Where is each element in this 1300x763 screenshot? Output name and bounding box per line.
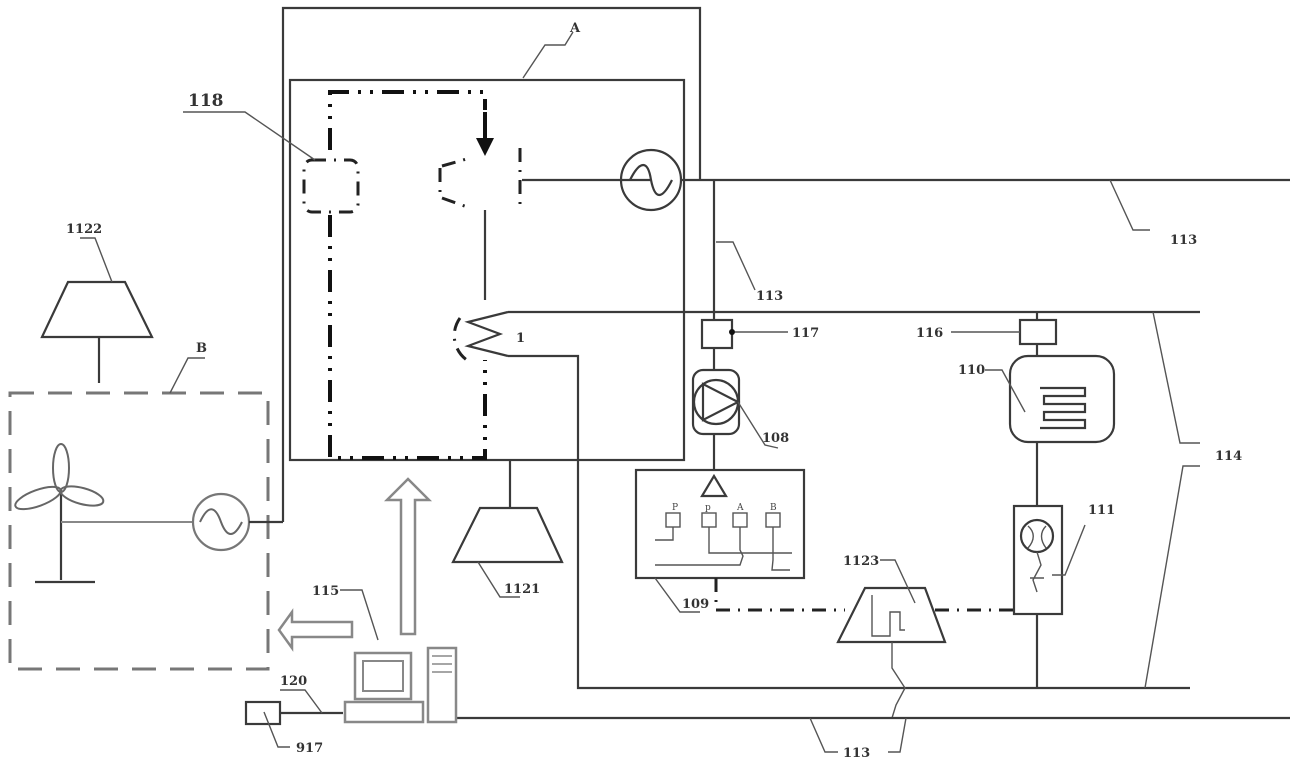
label-1122: 1122 [66, 222, 102, 237]
meter-111 [1012, 504, 1064, 616]
label-108: 108 [762, 431, 789, 446]
signal-line-left [714, 578, 845, 612]
label-111: 111 [1088, 503, 1115, 518]
panel-mark-p: P [672, 503, 678, 513]
computer-monitor-icon [353, 651, 413, 701]
label-1: 1 [516, 331, 525, 346]
leader-114-upper [1152, 311, 1200, 444]
left-arrow-icon [277, 608, 354, 652]
region-b-box [8, 391, 270, 671]
panel-gauge-a [732, 512, 748, 528]
region-a-leader [522, 31, 574, 79]
leader-917 [263, 711, 290, 748]
computer-screen-icon [362, 660, 404, 692]
meter-dial-icon [1019, 518, 1055, 554]
panel-gauge-b [765, 512, 781, 528]
leader-110 [985, 369, 1026, 413]
control-panel-109 [634, 468, 806, 580]
panel-wiring [655, 527, 792, 571]
pump-icon [692, 378, 740, 426]
leader-115 [340, 589, 379, 641]
sensor-117 [700, 318, 734, 350]
region-a-label: A [569, 21, 581, 36]
unit-1123 [836, 586, 947, 644]
leader-111 [1052, 524, 1086, 576]
panel-gauge-p [665, 512, 681, 528]
panel-triangle-icon [700, 473, 728, 498]
leader-113-bottom [809, 717, 907, 753]
label-1121: 1121 [504, 582, 540, 597]
wind-blade-right [59, 485, 105, 507]
label-1123: 1123 [843, 554, 879, 569]
computer-keyboard-icon [343, 700, 425, 724]
coil-dashed-body [452, 317, 471, 364]
label-117: 117 [792, 326, 819, 341]
wind-blade-top [52, 443, 70, 493]
expander [438, 148, 522, 210]
label-113-bottom: 113 [843, 746, 870, 761]
sensor-117-dot [729, 329, 735, 335]
leader-1123 [880, 559, 916, 604]
leader-120 [280, 689, 323, 714]
label-113-top: 113 [1170, 233, 1197, 248]
label-109: 109 [682, 597, 709, 612]
label-118: 118 [188, 91, 224, 111]
leader-108 [737, 401, 779, 449]
wire-1123 [891, 642, 906, 719]
up-arrow-icon [383, 477, 433, 636]
panel-mark-a: A [736, 503, 744, 513]
leader-118 [183, 111, 316, 161]
label-116: 116 [916, 326, 943, 341]
exchanger-110 [1008, 354, 1116, 444]
square-wave-icon [871, 595, 905, 637]
control-loop [328, 90, 487, 150]
panel-gauge-p2 [701, 512, 717, 528]
computer-tower-icon [426, 646, 458, 724]
wind-sine-icon [199, 508, 243, 535]
outer-frame [281, 6, 702, 522]
region-b-label: B [196, 341, 207, 356]
meter-dial-arcs [1027, 525, 1047, 549]
leader-109 [654, 577, 700, 613]
label-115: 115 [312, 584, 339, 599]
label-120: 120 [280, 674, 307, 689]
label-114: 114 [1215, 449, 1242, 464]
sensor-116 [1018, 318, 1058, 346]
wind-turbine-tower [35, 490, 95, 584]
leader-1122 [80, 237, 113, 283]
exchanger-coil-icon [1040, 386, 1087, 430]
device-917 [244, 700, 282, 726]
return-pipe [508, 354, 1190, 690]
arrowhead-icon [476, 138, 494, 156]
coil-icon [464, 310, 509, 358]
label-110: 110 [958, 363, 985, 378]
load-1122 [40, 280, 154, 339]
panel-mark-p2: p [705, 503, 711, 513]
label-113-mid: 113 [756, 289, 783, 304]
leader-1121 [477, 561, 520, 598]
panel-mark-b: B [770, 503, 777, 513]
valve-icon [1030, 551, 1044, 593]
wind-blade-left [14, 485, 62, 511]
sine-wave-icon [629, 163, 673, 197]
load-1121 [451, 506, 564, 564]
leader-b [169, 357, 205, 394]
leader-114-lower [1144, 465, 1200, 689]
control-loop-left [328, 215, 487, 460]
leader-113-mid [716, 241, 756, 291]
pump-triangle-icon [701, 382, 741, 422]
turbine-118 [302, 158, 360, 214]
label-917: 917 [296, 741, 323, 756]
leader-113-top [1109, 179, 1150, 231]
tower-drives [432, 655, 452, 673]
